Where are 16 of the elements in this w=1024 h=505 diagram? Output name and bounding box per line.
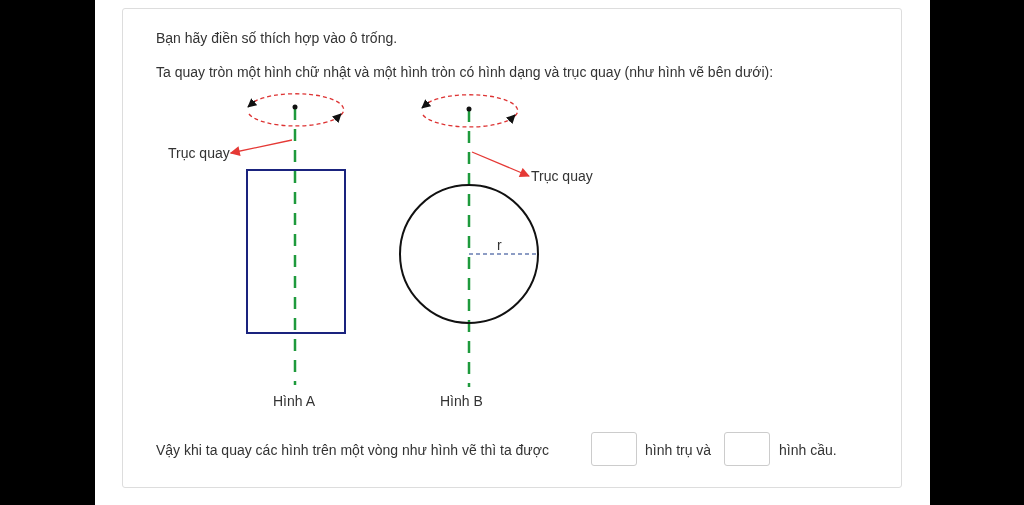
rotation-axis	[466, 106, 472, 387]
instruction-text: Bạn hãy điền số thích hợp vào ô trống.	[156, 29, 398, 47]
axis-label: Trục quay	[531, 167, 593, 185]
circle-shape	[399, 184, 539, 324]
question-text: Ta quay tròn một hình chữ nhật và một hình tròn có hình dạng và trục quay (như hình vẽ bên dưới):	[156, 63, 774, 81]
figure-caption: Hình B	[440, 392, 483, 410]
question-text: hình trụ và	[645, 441, 712, 459]
rotation-axis	[292, 104, 298, 385]
radius-label: r	[497, 236, 502, 254]
axis-label: Trục quay	[168, 144, 230, 162]
leader-line	[229, 139, 293, 156]
question-text: hình cầu.	[779, 441, 837, 459]
figure-caption: Hình A	[273, 392, 316, 410]
question-text: Vậy khi ta quay các hình trên một vòng như hình vẽ thì ta được	[156, 441, 549, 459]
leader-line	[471, 151, 530, 178]
rectangle-shape	[246, 169, 346, 334]
